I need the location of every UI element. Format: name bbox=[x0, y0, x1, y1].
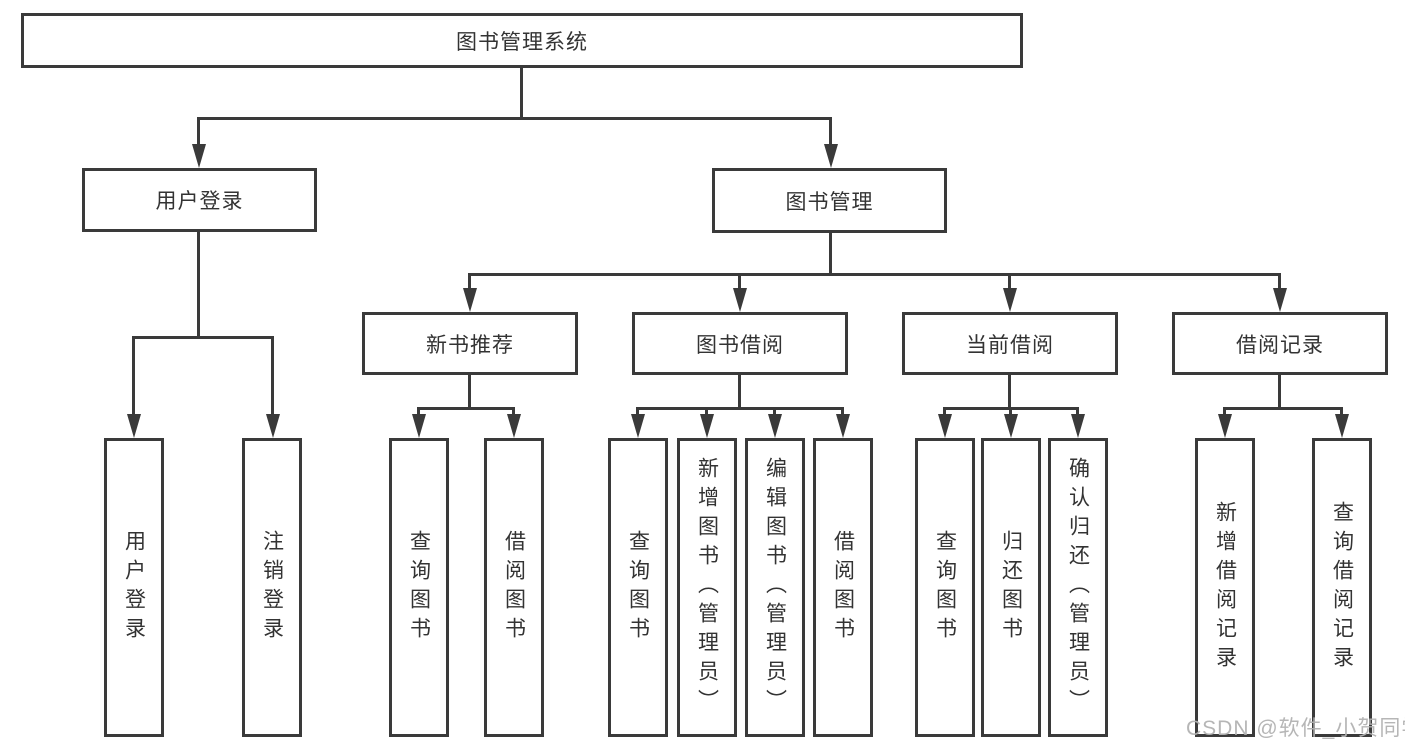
connector-line bbox=[1076, 407, 1079, 416]
arrow-down-icon bbox=[412, 414, 426, 438]
arrow-down-icon bbox=[1218, 414, 1232, 438]
arrow-down-icon bbox=[192, 144, 206, 168]
leaf-logout: 注销登录 bbox=[242, 438, 302, 737]
connector-line bbox=[197, 117, 200, 147]
connector-line bbox=[132, 336, 135, 416]
connector-line bbox=[943, 407, 946, 416]
connector-line bbox=[841, 407, 844, 416]
connector-line bbox=[132, 336, 274, 339]
connector-line bbox=[1278, 375, 1281, 410]
connector-line bbox=[417, 407, 420, 416]
leaf-borrow-books-recommend: 借阅图书 bbox=[484, 438, 544, 737]
node-library-management-system: 图书管理系统 bbox=[21, 13, 1023, 68]
arrow-down-icon bbox=[1335, 414, 1349, 438]
connector-line bbox=[636, 407, 844, 410]
arrow-down-icon bbox=[266, 414, 280, 438]
node-user-login: 用户登录 bbox=[82, 168, 317, 232]
connector-line bbox=[705, 407, 708, 416]
arrow-down-icon bbox=[1004, 414, 1018, 438]
csdn-watermark: CSDN @软件_小贺同学 bbox=[1186, 717, 1405, 740]
connector-line bbox=[271, 336, 274, 416]
arrow-down-icon bbox=[938, 414, 952, 438]
node-book-management: 图书管理 bbox=[712, 168, 947, 233]
leaf-borrow-books-borrowing: 借阅图书 bbox=[813, 438, 873, 737]
node-new-book-recommendation: 新书推荐 bbox=[362, 312, 578, 375]
connector-line bbox=[197, 232, 200, 339]
arrow-down-icon bbox=[127, 414, 141, 438]
connector-line bbox=[1223, 407, 1226, 416]
connector-line bbox=[197, 117, 832, 120]
leaf-confirm-return-admin: 确认归还（管理员） bbox=[1048, 438, 1108, 737]
leaf-return-books: 归还图书 bbox=[981, 438, 1041, 737]
arrow-down-icon bbox=[1003, 288, 1017, 312]
node-borrowing-records: 借阅记录 bbox=[1172, 312, 1388, 375]
connector-line bbox=[1223, 407, 1343, 410]
connector-line bbox=[417, 407, 515, 410]
leaf-user-login: 用户登录 bbox=[104, 438, 164, 737]
leaf-query-books-current: 查询图书 bbox=[915, 438, 975, 737]
connector-line bbox=[636, 407, 639, 416]
connector-line bbox=[1008, 375, 1011, 410]
leaf-edit-books-admin: 编辑图书（管理员） bbox=[745, 438, 805, 737]
arrow-down-icon bbox=[1071, 414, 1085, 438]
arrow-down-icon bbox=[700, 414, 714, 438]
connector-line bbox=[468, 273, 1281, 276]
node-book-borrowing: 图书借阅 bbox=[632, 312, 848, 375]
connector-line bbox=[738, 375, 741, 410]
leaf-query-borrow-record: 查询借阅记录 bbox=[1312, 438, 1372, 737]
leaf-add-borrow-record: 新增借阅记录 bbox=[1195, 438, 1255, 737]
arrow-down-icon bbox=[507, 414, 521, 438]
leaf-add-books-admin: 新增图书（管理员） bbox=[677, 438, 737, 737]
arrow-down-icon bbox=[768, 414, 782, 438]
connector-line bbox=[1340, 407, 1343, 416]
arrow-down-icon bbox=[1273, 288, 1287, 312]
connector-line bbox=[1008, 273, 1011, 290]
connector-line bbox=[468, 273, 471, 290]
arrow-down-icon bbox=[631, 414, 645, 438]
connector-line bbox=[829, 117, 832, 147]
connector-line bbox=[829, 233, 832, 276]
arrow-down-icon bbox=[463, 288, 477, 312]
connector-line bbox=[468, 375, 471, 410]
arrow-down-icon bbox=[824, 144, 838, 168]
connector-line bbox=[738, 273, 741, 290]
arrow-down-icon bbox=[836, 414, 850, 438]
leaf-query-books-borrowing: 查询图书 bbox=[608, 438, 668, 737]
connector-line bbox=[512, 407, 515, 416]
arrow-down-icon bbox=[733, 288, 747, 312]
connector-line bbox=[1278, 273, 1281, 290]
leaf-query-books-recommend: 查询图书 bbox=[389, 438, 449, 737]
connector-line bbox=[773, 407, 776, 416]
node-current-borrowing: 当前借阅 bbox=[902, 312, 1118, 375]
connector-line bbox=[1009, 407, 1012, 416]
connector-line bbox=[520, 68, 523, 120]
